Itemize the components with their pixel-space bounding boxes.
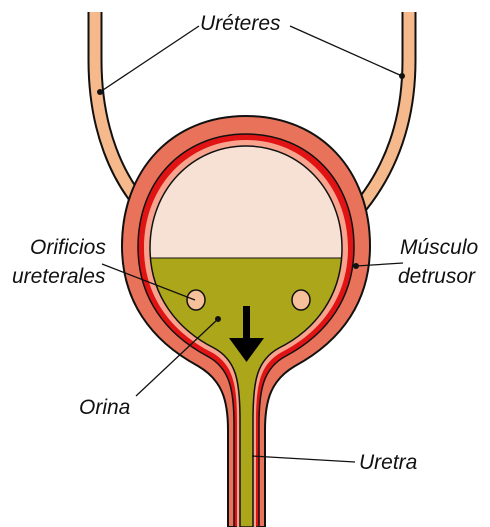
urine-label: Orina bbox=[79, 396, 130, 419]
ureteral-orifices-label-line1: Orificios bbox=[30, 236, 106, 259]
urine-fill bbox=[140, 258, 360, 527]
detrusor-label-line1: Músculo bbox=[400, 236, 479, 259]
ureters-label: Uréteres bbox=[200, 12, 281, 35]
right-ureter-fill bbox=[356, 12, 409, 212]
ureteral-orifices-label-line2: ureterales bbox=[12, 265, 106, 288]
urethra-label: Uretra bbox=[359, 451, 417, 474]
detrusor-label-line2: detrusor bbox=[398, 265, 476, 288]
right-ureteral-orifice bbox=[292, 290, 310, 310]
left-ureteral-orifice bbox=[187, 290, 205, 310]
